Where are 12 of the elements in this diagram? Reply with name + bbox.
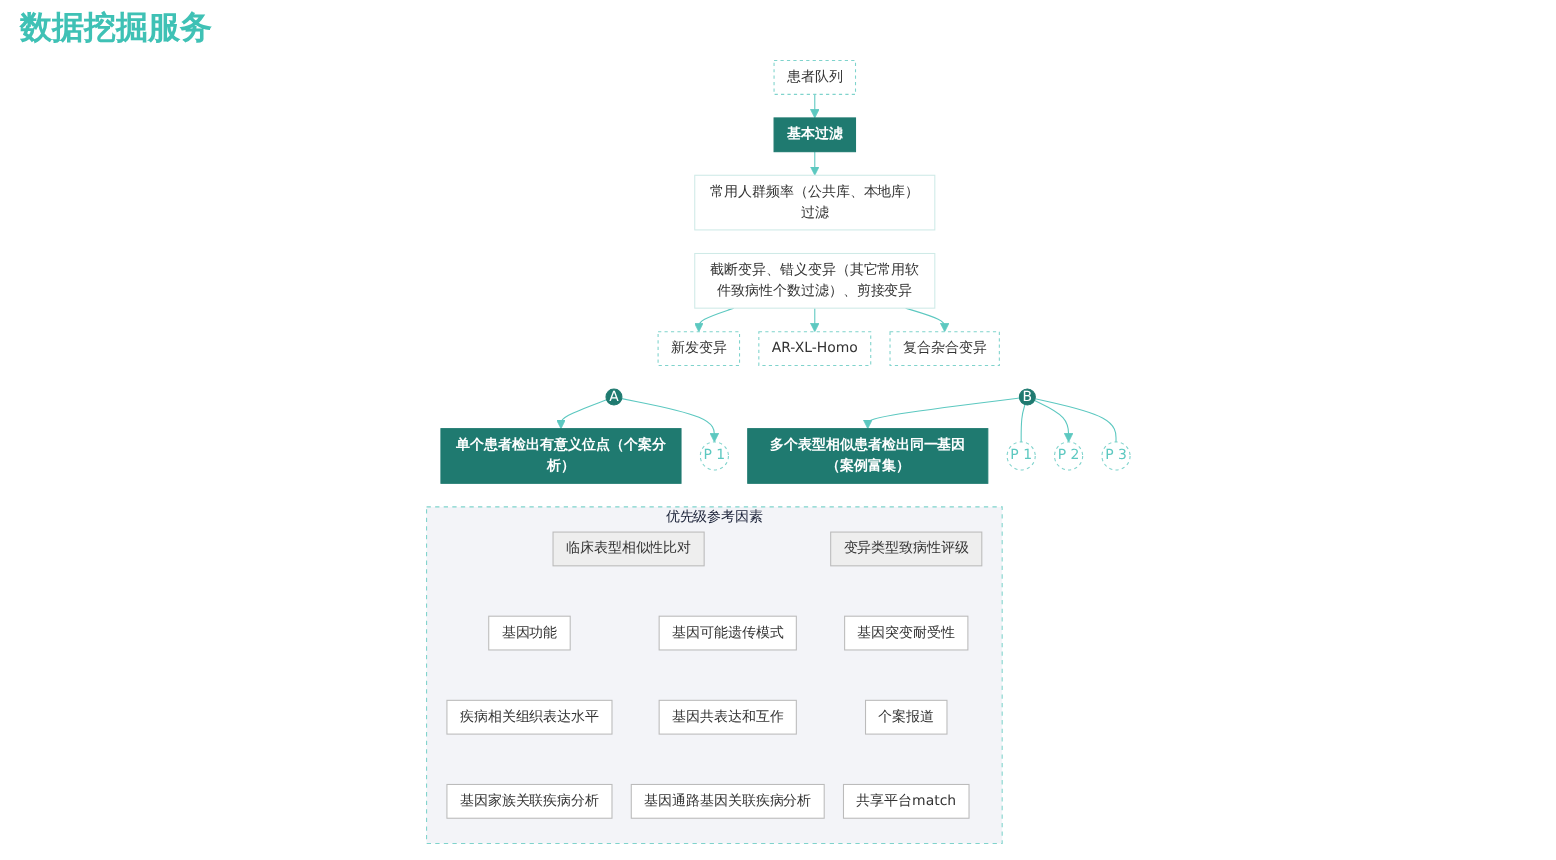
connector — [1034, 398, 1117, 443]
arrow — [693, 307, 734, 333]
arrow — [862, 397, 1020, 430]
arrow — [809, 93, 820, 119]
arrow — [1033, 400, 1073, 443]
arrow — [555, 399, 607, 430]
arrow — [809, 307, 820, 333]
arrow — [620, 398, 719, 443]
diagram-title: 数据挖掘服务 — [20, 8, 212, 50]
connector — [1020, 404, 1026, 443]
arrow — [809, 151, 820, 176]
arrow — [904, 307, 950, 333]
